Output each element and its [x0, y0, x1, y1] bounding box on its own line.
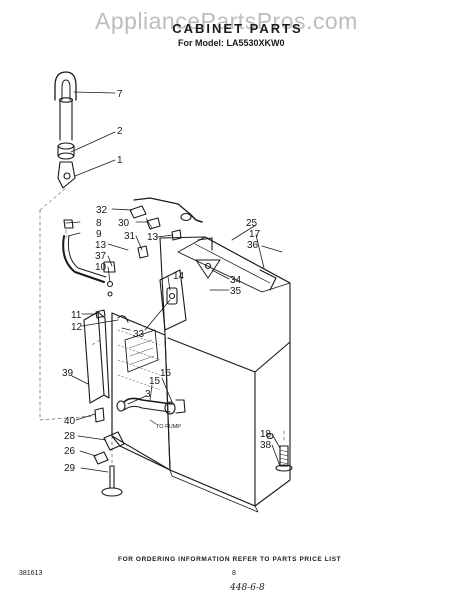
callout-14: 14 — [173, 271, 185, 282]
callout-2: 2 — [117, 126, 123, 137]
drain-hose-assembly — [54, 71, 77, 189]
ordering-note: FOR ORDERING INFORMATION REFER TO PARTS … — [118, 556, 342, 563]
callout-13-upper: 13 — [147, 232, 159, 243]
callout-7: 7 — [117, 89, 123, 100]
document-number: 381613 — [19, 570, 43, 577]
callout-1: 1 — [117, 155, 123, 166]
cabinet-side-panel — [83, 311, 110, 404]
callout-37: 37 — [95, 251, 107, 262]
leader-lines — [65, 91, 283, 473]
inlet-hose-assembly — [129, 197, 203, 259]
callout-18: 18 — [260, 429, 272, 440]
callout-32: 32 — [96, 205, 108, 216]
callout-34: 34 — [230, 275, 242, 286]
callout-16: 16 — [160, 368, 172, 379]
callout-40: 40 — [64, 416, 76, 427]
callout-3: 3 — [145, 389, 151, 400]
callout-29: 29 — [64, 463, 76, 474]
callout-33: 33 — [133, 329, 145, 340]
callout-31: 31 — [124, 231, 136, 242]
alignment-lines — [39, 187, 285, 467]
callout-26: 26 — [64, 446, 76, 457]
callout-numbers: 7 2 1 32 30 31 13 13 8 9 37 10 25 17 36 … — [62, 89, 272, 474]
callout-36: 36 — [247, 240, 259, 251]
cabinet-body — [111, 236, 291, 513]
callout-10: 10 — [95, 262, 107, 273]
fill-hose-left — [62, 219, 116, 297]
model-line: For Model: LA5530XKW0 — [178, 38, 285, 48]
to-pump-label: TO PUMP — [156, 424, 181, 430]
callout-35: 35 — [230, 286, 242, 297]
callout-25: 25 — [246, 218, 258, 229]
callout-17: 17 — [249, 229, 261, 240]
callout-9: 9 — [96, 229, 102, 240]
watermark: AppliancePartsPros.com — [95, 8, 358, 34]
callout-11: 11 — [71, 310, 82, 321]
callout-8: 8 — [96, 218, 102, 229]
diagram-title: CABINET PARTS — [172, 21, 303, 36]
bottom-parts — [93, 407, 293, 497]
to-pump-arrow — [149, 419, 157, 425]
page-number: 8 — [232, 570, 236, 577]
clips — [95, 309, 129, 323]
callout-13-lower: 13 — [95, 240, 107, 251]
callout-30: 30 — [118, 218, 130, 229]
callout-28: 28 — [64, 431, 76, 442]
callout-15: 15 — [149, 376, 161, 387]
callout-38: 38 — [260, 440, 272, 451]
callout-12: 12 — [71, 322, 83, 333]
handwritten-note: 448-6-8 — [230, 583, 265, 593]
water-valve-bracket — [124, 269, 187, 373]
callout-39: 39 — [62, 368, 74, 379]
pump-hose-assembly — [116, 397, 186, 415]
